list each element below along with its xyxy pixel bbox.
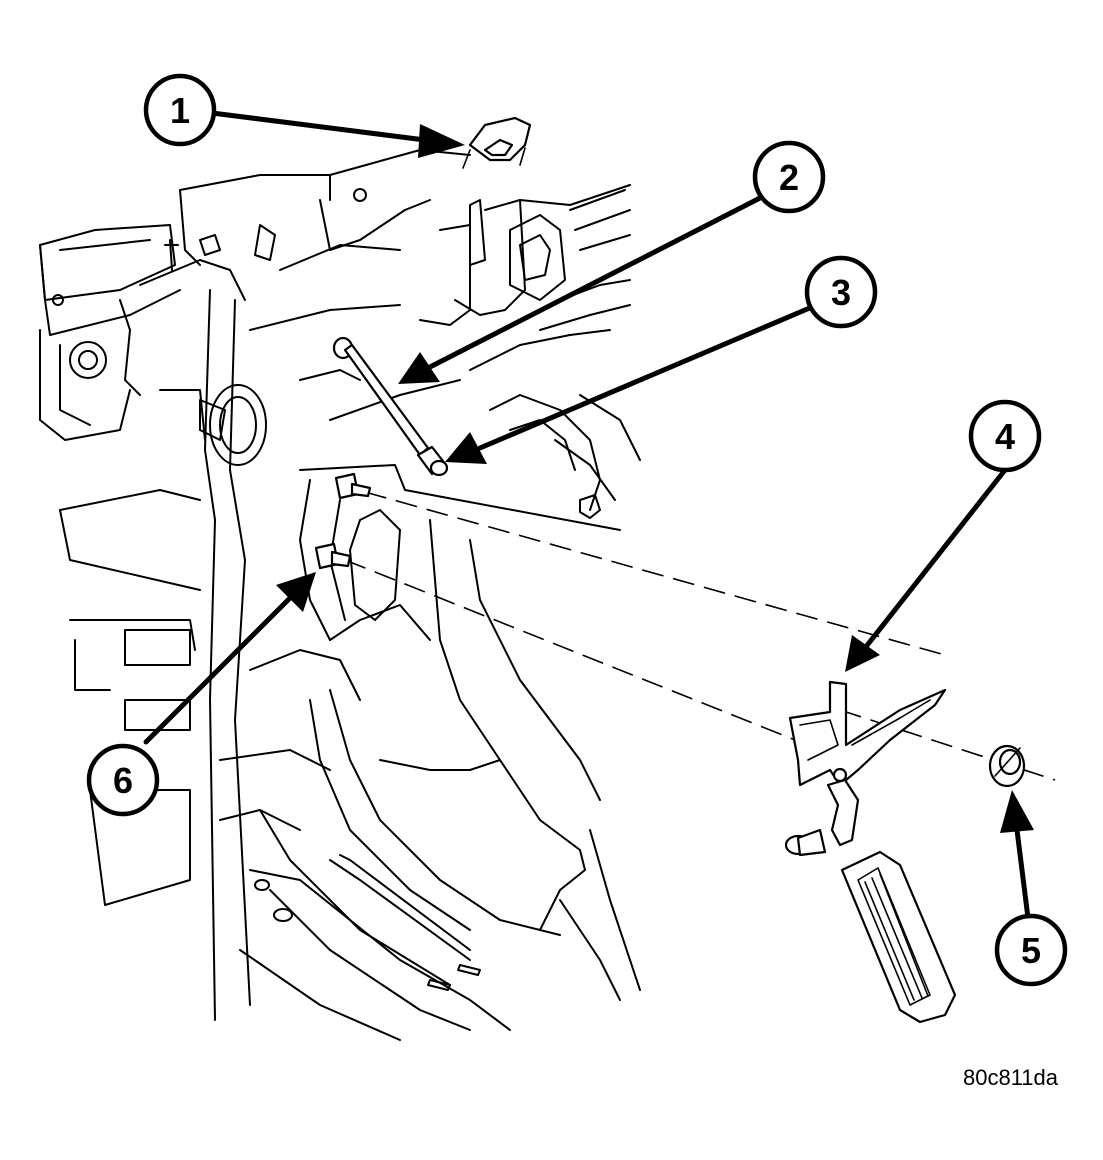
- cap-clip-part: [462, 116, 532, 169]
- accelerator-pedal-assembly: [784, 680, 957, 1024]
- callout-4-bubble: [968, 399, 1042, 473]
- nut-part: [988, 744, 1026, 788]
- callout-3-label: 3: [831, 272, 851, 313]
- cable-rod-part: [332, 336, 430, 457]
- callout-6: 6: [86, 743, 160, 817]
- callout-5: 5: [994, 913, 1068, 987]
- callout-4: 4: [968, 399, 1042, 473]
- alignment-lines: [344, 491, 1056, 781]
- callout-6-bubble: [86, 743, 160, 817]
- callout-4-label: 4: [995, 416, 1015, 457]
- vehicle-body-structure: [39, 149, 641, 1041]
- callout-1-label: 1: [170, 90, 190, 131]
- cable-end-connector-part: [416, 445, 449, 477]
- callout-2-label: 2: [779, 157, 799, 198]
- callout-5-label: 5: [1021, 930, 1041, 971]
- callout-6-label: 6: [113, 760, 133, 801]
- callout-arrows: [143, 110, 1034, 921]
- callout-2: 2: [752, 140, 826, 214]
- callout-5-bubble: [994, 913, 1068, 987]
- mounting-studs-part: [314, 472, 372, 570]
- callout-3: 3: [804, 255, 878, 329]
- figure-code: 80c811da: [963, 1065, 1059, 1090]
- callout-1: 1: [143, 73, 217, 147]
- callout-3-bubble: [804, 255, 878, 329]
- callout-1-bubble: [143, 73, 217, 147]
- callout-2-bubble: [752, 140, 826, 214]
